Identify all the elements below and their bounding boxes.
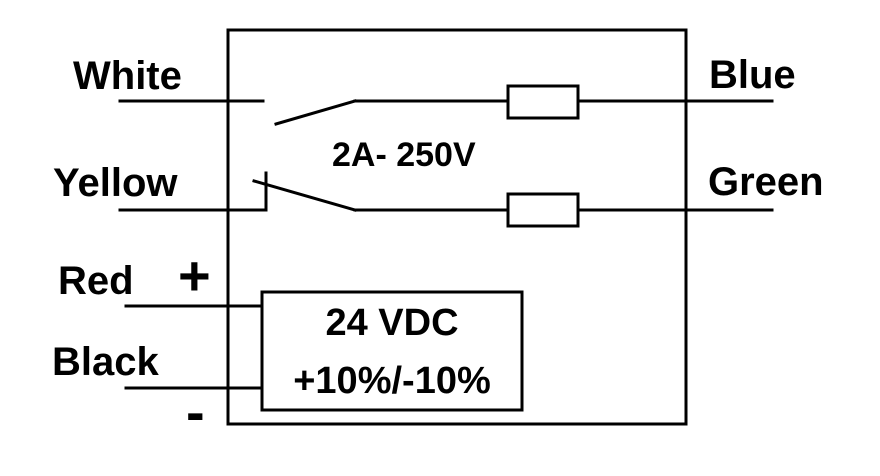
contact-rating: 2A- 250V <box>332 136 476 174</box>
switch-bottom-blade <box>252 179 357 212</box>
label-black: Black <box>52 340 159 384</box>
power-supply-box <box>260 290 524 412</box>
relay-enclosure <box>226 28 688 426</box>
fuse-bottom <box>506 192 580 228</box>
label-red: Red <box>58 259 134 303</box>
switch-top-blade <box>274 99 357 126</box>
label-white: White <box>73 54 182 98</box>
minus-sign: - <box>186 380 205 443</box>
plus-sign: + <box>178 244 211 307</box>
fuse-top <box>506 84 580 120</box>
label-green: Green <box>708 160 824 204</box>
label-blue: Blue <box>709 53 796 97</box>
psu-tolerance: +10%/-10% <box>293 360 491 402</box>
psu-voltage: 24 VDC <box>325 302 459 344</box>
label-yellow: Yellow <box>53 161 178 205</box>
